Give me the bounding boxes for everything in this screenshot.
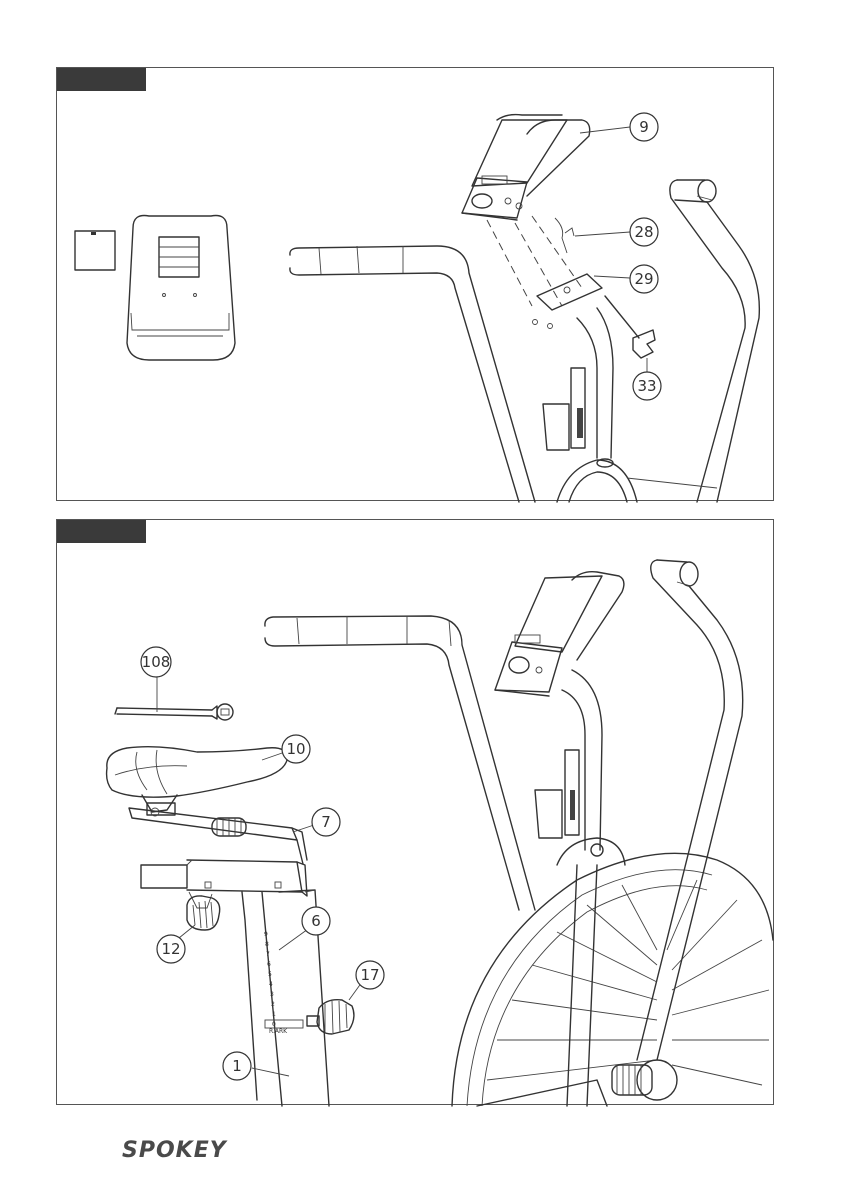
callout-7-label: 7	[321, 813, 331, 831]
scale-mark-2: 2	[271, 1001, 275, 1008]
callout-9: 9	[630, 113, 658, 141]
scale-mark-9: 9	[264, 931, 268, 938]
callout-10-label: 10	[286, 740, 305, 758]
handlebar-right	[637, 560, 743, 1060]
mount-bracket	[487, 216, 602, 329]
scale-label: R.ARK	[269, 1028, 288, 1035]
console-mast	[543, 308, 613, 467]
callout-108-label: 108	[142, 653, 171, 671]
console-unit	[462, 115, 590, 220]
console-mast	[535, 670, 625, 865]
brand-logo: SPOKEY	[122, 1138, 227, 1163]
seat-icon	[107, 747, 288, 816]
callout-9-label: 9	[639, 118, 649, 136]
callout-10: 10	[282, 735, 310, 763]
callout-33: 33	[633, 372, 661, 400]
callout-1: 1	[223, 1052, 251, 1080]
panel-2-drawing: 9 8 7 6 5 4 3 2 1 0 R.ARK	[57, 520, 775, 1106]
scale-mark-0: 0	[272, 1021, 276, 1028]
flywheel-top	[557, 460, 717, 502]
callout-29-label: 29	[634, 270, 653, 288]
scale-mark-7: 7	[266, 951, 270, 958]
callout-17-label: 17	[360, 966, 379, 984]
callout-12-label: 12	[161, 940, 180, 958]
scale-mark-1: 1	[272, 1011, 276, 1018]
scale-mark-3: 3	[270, 991, 274, 998]
callout-1-label: 1	[232, 1057, 242, 1075]
callout-12: 12	[157, 935, 185, 963]
console-unit	[495, 572, 624, 696]
callout-28-label: 28	[634, 223, 653, 241]
scale-mark-4: 4	[269, 981, 273, 988]
handlebar-left	[290, 246, 535, 502]
step-panel-2: 9 8 7 6 5 4 3 2 1 0 R.ARK	[56, 519, 774, 1105]
console-back-view	[75, 216, 235, 361]
callout-28: 28	[630, 218, 658, 246]
callout-33-label: 33	[637, 377, 656, 395]
callout-6: 6	[302, 907, 330, 935]
scale-mark-8: 8	[265, 941, 269, 948]
scale-mark-6: 6	[267, 961, 271, 968]
callout-6-label: 6	[311, 912, 321, 930]
fan-wheel	[452, 853, 773, 1106]
callout-7: 7	[312, 808, 340, 836]
pin-108	[115, 673, 233, 720]
callout-29: 29	[630, 265, 658, 293]
scale-mark-5: 5	[268, 971, 272, 978]
step-panel-1: 9 28 29 33	[56, 67, 774, 501]
handlebar-right	[670, 180, 759, 502]
seat-slider	[129, 808, 317, 864]
panel-1-drawing: 9 28 29 33	[57, 68, 775, 502]
knob-12	[179, 896, 220, 938]
knob-17	[307, 982, 362, 1034]
callout-108: 108	[141, 647, 171, 677]
callout-17: 17	[356, 961, 384, 989]
